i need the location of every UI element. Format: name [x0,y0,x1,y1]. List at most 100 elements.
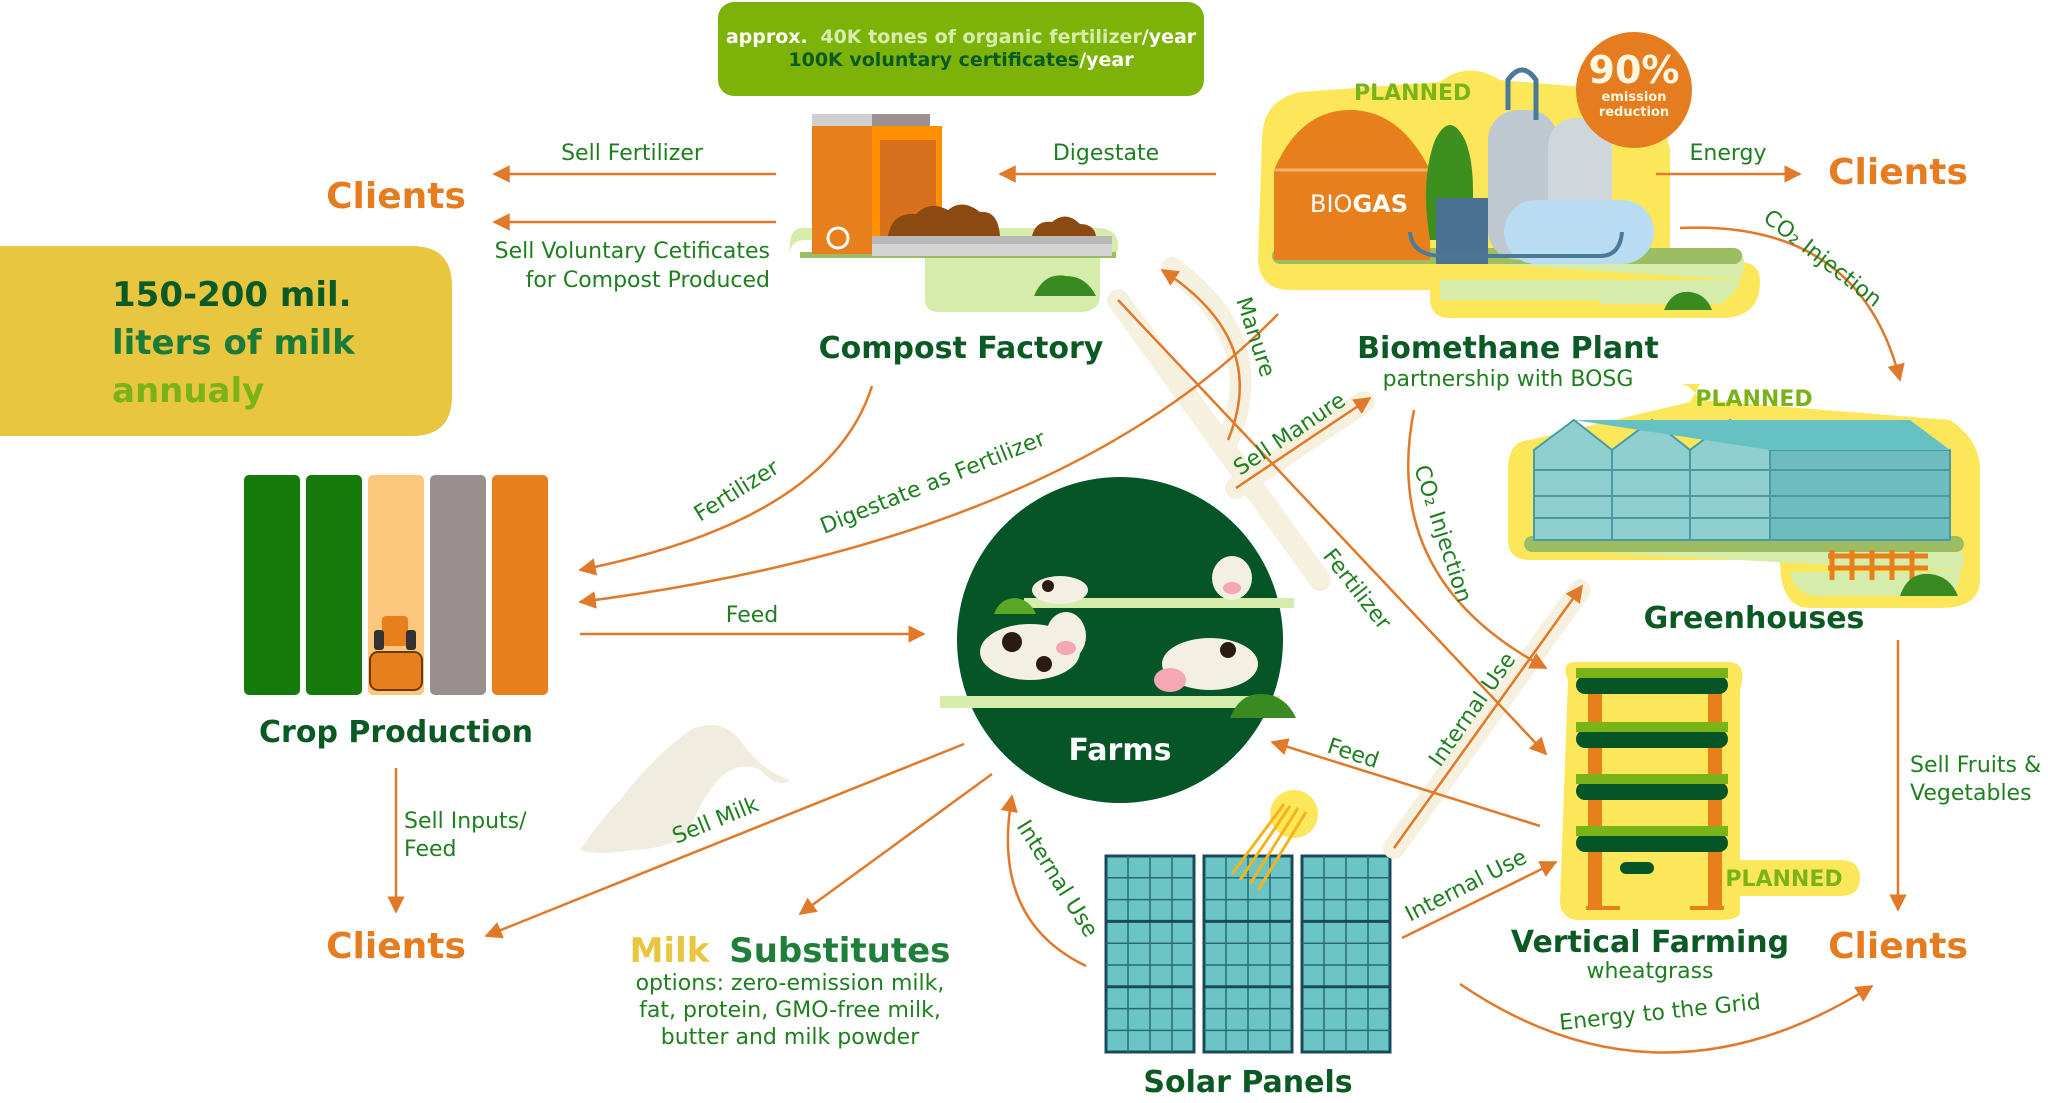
recycle-icon [826,226,850,250]
plant-tray [1576,834,1728,852]
label-feed-to-farms: Feed [726,603,779,628]
label-fertilizer-to-vertical: Fertilizer [1317,544,1396,635]
greenhouses-title: Greenhouses [1644,601,1865,636]
stat-certificates-amount: 100K voluntary certificates [788,49,1079,71]
label-sell-inputs-2: Feed [404,837,457,862]
crop-field-green-2 [306,475,362,695]
greenhouses-planned-badge: PLANNED [1695,387,1812,412]
biomethane-plant-subtitle: partnership with BOSG [1383,367,1634,392]
arrow-internal-use-greenhouse [1392,584,1584,849]
arrow-sell-manure [1235,396,1372,490]
arrow-internal-use-solar-vertical [1401,860,1558,940]
grass-layer [1576,668,1728,678]
compost-factory-illustration [789,114,1119,312]
arrow-to-milk-substitutes [798,772,993,916]
arrow-digestate-as-fertilizer [578,313,1279,609]
plant-tray [1576,676,1728,694]
emission-reduction-value: 90% [1589,48,1680,92]
label-sell-inputs-1: Sell Inputs/ [404,809,527,834]
arrow-fertilizer-to-vertical [1117,299,1548,756]
stat-box: approx. 40K tones of organic fertilizer/… [718,2,1204,96]
label-digestate: Digestate [1053,141,1159,166]
label-fertilizer-to-crop: Fertilizer [690,455,785,527]
milk-box-background [0,246,452,436]
milk-substitutes-desc-3: butter and milk powder [661,1025,920,1050]
arrow-manure [1160,268,1241,441]
milk-volume-period: annualy [112,371,264,411]
biomethane-plant-title: Biomethane Plant [1357,331,1659,366]
milk-volume-value: 150-200 mil. [112,275,352,315]
label-co2-injection-top: CO₂ Injection [1758,205,1886,313]
arrow-co2-to-vertical [1406,409,1548,670]
stat-prefix: approx. [726,26,808,48]
rack-frame [1588,690,1722,908]
crop-field-harvest [492,475,548,695]
compost-factory-title: Compost Factory [819,331,1104,366]
vertical-farming-subtitle: wheatgrass [1587,959,1714,984]
stat-per-year-1: /year [1142,26,1197,48]
label-internal-use-solar-farms: Internal Use [1011,816,1103,942]
clients-bottom-right: Clients [1828,926,1968,967]
sun-rays [1230,803,1308,891]
cow-icon [1154,638,1258,692]
label-sell-fruits-2: Vegetables [1910,781,2032,806]
label-sell-fertilizer: Sell Fertilizer [561,141,704,166]
arrow-fertilizer-to-crop [578,385,874,576]
crop-field-soil [430,475,486,695]
milk-splash-icon [580,724,790,853]
stat-fertilizer-amount: 40K tones of organic fertilizer [820,26,1142,48]
biogas-label-bold: GAS [1352,190,1408,218]
biogas-tank [1274,110,1430,260]
emission-label-1: emission [1602,90,1667,105]
vertical-farming-title: Vertical Farming [1511,925,1789,960]
bush-icon [1230,693,1296,718]
plant-tray [1576,730,1728,748]
greenhouse-glass [1533,418,1771,541]
clients-top-right: Clients [1828,152,1968,193]
compost-pile-icon [888,204,1000,236]
svg-text:Milk Substitutes: Milk Substitutes [630,931,951,971]
arrow-co2-to-greenhouse [1679,226,1905,382]
label-sell-certificates-2: for Compost Produced [526,268,770,293]
cow-icon [980,612,1086,680]
solar-panels-title: Solar Panels [1143,1065,1352,1100]
fence-icon [1828,550,1928,580]
label-internal-use-solar-vertical: Internal Use [1401,845,1531,928]
compost-pile-icon [1032,216,1096,236]
label-energy: Energy [1689,141,1766,166]
stat-per-year-2: /year [1079,49,1134,71]
arrow-energy-to-grid [1459,982,1874,1054]
biogas-label-light: BIO [1310,190,1352,218]
arrow-internal-use-solar-farms [1000,794,1087,968]
bush-icon [994,598,1036,614]
bush-icon [1664,291,1712,310]
biomethane-planned-badge: PLANNED [1354,81,1471,106]
bush-icon [1900,573,1958,596]
emission-badge-circle [1576,32,1692,148]
grass-layer [1576,826,1728,836]
vertical-farming-planned-badge: PLANNED [1725,867,1842,892]
cow-icon [1032,576,1088,604]
milk-substitutes-highlight: Milk [630,931,711,971]
svg-text:approx. 40K tones of org: approx. 40K tones of organic fertilizer/… [726,26,1197,48]
farms-circle [957,477,1283,803]
greenhouses-illustration [1508,384,1980,608]
clients-bottom-left: Clients [326,926,466,967]
cow-icon [1212,556,1252,600]
plant-tray [1576,782,1728,800]
milk-substitutes-desc-1: options: zero-emission milk, [636,971,945,996]
emission-reduction-badge: 90% emission reduction [1576,32,1692,148]
label-sell-fruits-1: Sell Fruits & [1910,753,2041,778]
solar-panel-array [1104,854,1392,1054]
svg-text:BIOGAS: BIOGAS [1310,190,1408,218]
grass-layer [1576,774,1728,784]
farms-illustration [940,477,1296,803]
svg-text:100K voluntary certificates/ye: 100K voluntary certificates/year [788,49,1134,71]
milk-substitutes-desc-2: fat, protein, GMO-free milk, [639,998,941,1023]
vertical-farming-illustration [1560,661,1860,920]
clients-top-left: Clients [326,176,466,217]
milk-volume-unit: liters of milk [112,323,356,363]
stat-box-background [718,2,1204,96]
milk-volume-box: 150-200 mil. liters of milk annualy [0,246,452,436]
